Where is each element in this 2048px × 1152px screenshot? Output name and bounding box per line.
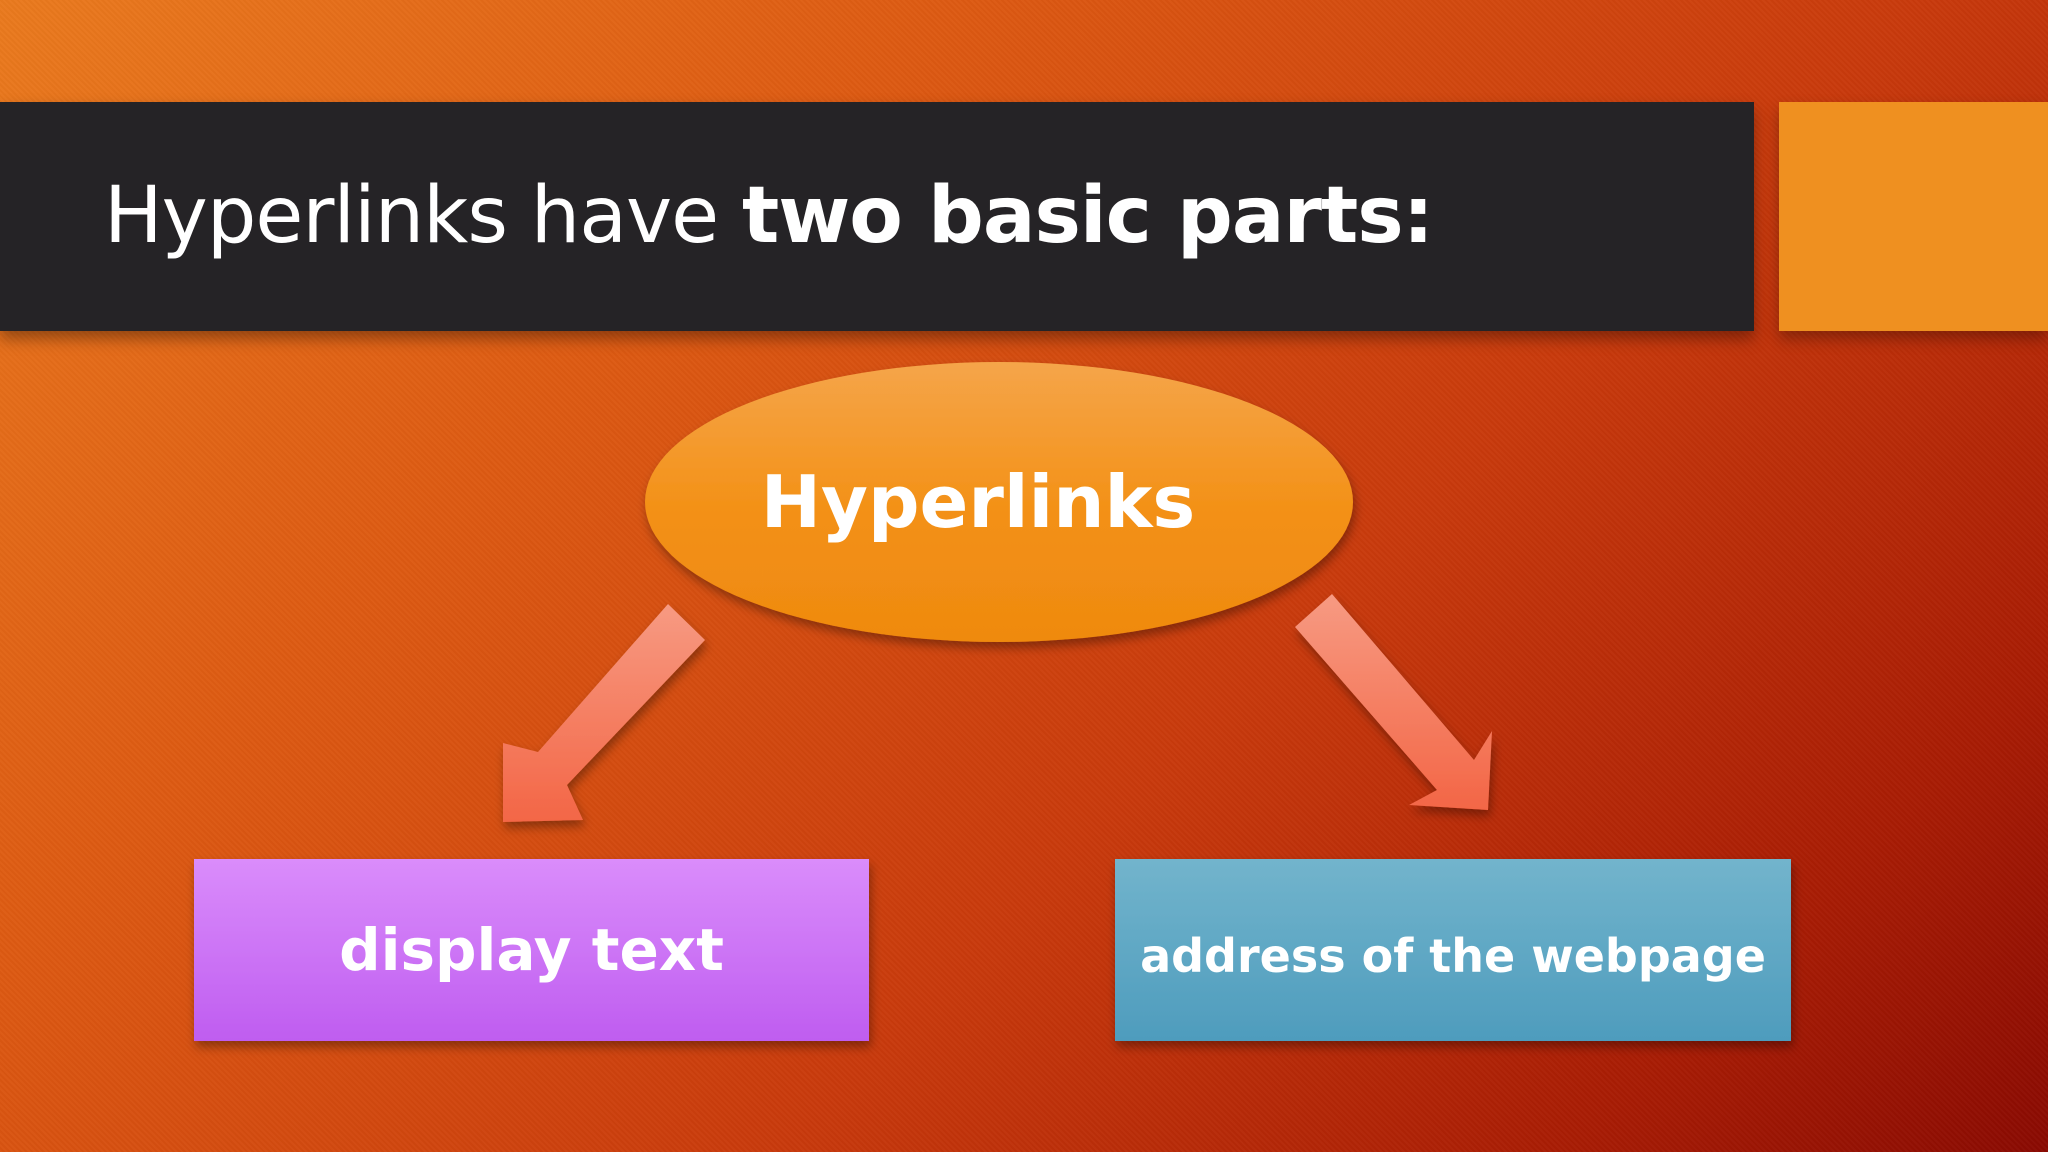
display-text-box xyxy=(194,859,869,1041)
display-text-label: display text xyxy=(339,916,724,984)
accent-square xyxy=(1779,102,2048,331)
title-bold: two basic parts: xyxy=(741,171,1434,261)
title-regular: Hyperlinks have xyxy=(104,171,742,261)
address-box xyxy=(1115,859,1791,1041)
hyperlinks-node xyxy=(645,362,1353,642)
arrow-to-display-text xyxy=(503,604,705,822)
address-label: address of the webpage xyxy=(1140,929,1766,983)
slide-title: Hyperlinks have two basic parts: xyxy=(104,102,1434,331)
arrow-to-address xyxy=(1295,594,1492,810)
title-bar: Hyperlinks have two basic parts: xyxy=(0,102,1754,331)
hyperlinks-node-label: Hyperlinks xyxy=(761,460,1195,544)
